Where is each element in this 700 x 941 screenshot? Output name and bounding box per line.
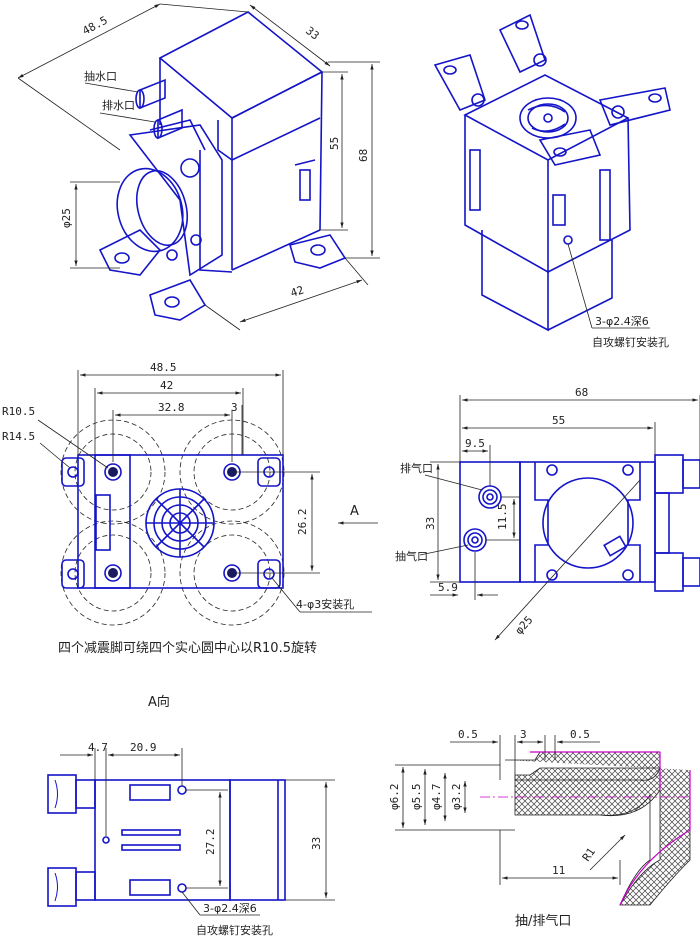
iso-dim-height-total: 68 [357,149,370,162]
iso2-screw-holes: 3-φ2.4深6 [595,315,649,328]
top-dim-26-2: 26.2 [296,509,309,536]
top-dim-32-8: 32.8 [158,401,185,414]
iso-dim-depth: 33 [303,24,321,42]
nozzle-view: 0.5 3 0.5 φ6.2 φ5.5 φ4.7 φ3.2 11 R1 抽/排气… [388,728,691,929]
label-outlet-air: 排气口 [400,461,433,475]
side-dim-68: 68 [575,386,588,399]
arrow-a-label: A [350,504,359,519]
top-dim-w-outer: 48.5 [150,361,177,374]
a-screw-holes: 3-φ2.4深6 [203,902,257,915]
nozzle-dim-r: R1 [580,845,598,863]
iso-view-left: 48.5 33 55 68 42 φ25 抽水口 排水口 [17,3,380,331]
side-dim-5-9: 5.9 [438,581,458,594]
a-dim-33: 33 [310,837,323,850]
nozzle-dim-t1: 0.5 [458,728,478,741]
label-inlet-water: 抽水口 [84,69,117,83]
a-view-title: A向 [148,694,170,710]
side-dim-55: 55 [552,414,565,427]
nozzle-dim-t3: 0.5 [570,728,590,741]
side-dim-33: 33 [424,517,437,530]
top-dim-42: 42 [160,379,173,392]
iso-dim-height-body: 55 [328,137,341,150]
side-dim-9-5: 9.5 [465,437,485,450]
side-view: 68 55 9.5 33 11.5 5.9 φ25 排气口 抽气口 [395,386,700,641]
label-outlet-water: 排水口 [102,98,135,112]
a-dim-4-7: 4.7 [88,741,108,754]
top-view-note: 四个减震脚可绕四个实心圆中心以R10.5旋转 [58,640,317,656]
iso-dim-base: 42 [289,283,306,299]
a-dim-20-9: 20.9 [130,741,157,754]
nozzle-dim-d4: φ3.2 [450,784,463,811]
a-view: A向 4.7 20.9 27.2 33 3-φ2.4深6 [47,694,335,937]
nozzle-view-title: 抽/排气口 [515,913,571,929]
iso-dim-width: 48.5 [80,14,110,38]
nozzle-dim-len: 11 [552,864,565,877]
iso-view-right: 3-φ2.4深6 自攻螺钉安装孔 [433,13,671,349]
nozzle-dim-d1: φ6.2 [388,784,401,811]
iso2-screw-note: 自攻螺钉安装孔 [592,335,669,349]
nozzle-dim-d3: φ4.7 [430,784,443,811]
nozzle-dim-d2: φ5.5 [410,784,423,811]
nozzle-dim-t2: 3 [520,728,527,741]
top-mount-holes: 4-φ3安装孔 [296,597,354,611]
iso-dim-dia: φ25 [60,208,73,228]
top-dim-3: 3 [231,401,238,414]
top-dim-r10: R10.5 [2,405,35,418]
top-view: 48.5 42 32.8 3 26.2 R10.5 R14.5 4-φ3安装孔 … [2,361,378,656]
a-screw-note: 自攻螺钉安装孔 [196,923,273,937]
label-inlet-air: 抽气口 [395,549,428,563]
a-dim-27-2: 27.2 [204,829,217,856]
top-dim-r14: R14.5 [2,430,35,443]
side-dim-11-5: 11.5 [496,504,509,531]
